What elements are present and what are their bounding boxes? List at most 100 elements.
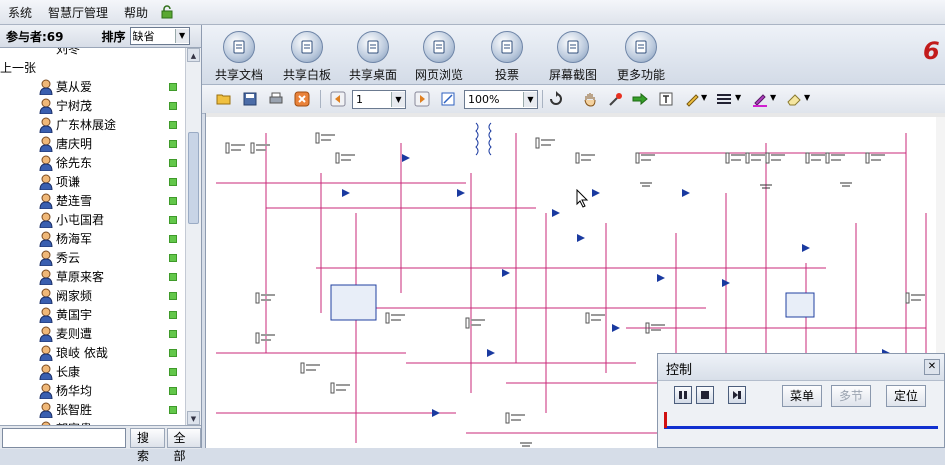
laser-pointer-icon[interactable] — [608, 91, 624, 107]
tool-button-6[interactable]: 更多功能 — [610, 31, 672, 83]
online-status-icon — [169, 102, 177, 110]
list-item[interactable]: 楚连雪 — [0, 191, 185, 210]
toolbar-divider — [320, 90, 321, 108]
menu-help[interactable]: 帮助 — [124, 5, 149, 20]
list-item[interactable]: 阙家频 — [0, 286, 185, 305]
stop-button[interactable] — [696, 386, 714, 404]
scroll-thumb[interactable] — [188, 132, 199, 224]
save-icon[interactable] — [242, 91, 258, 107]
chevron-down-icon[interactable]: ▼ — [804, 93, 811, 102]
tool-button-0[interactable]: 共享文档 — [208, 31, 270, 83]
prev-page-icon[interactable] — [330, 91, 346, 107]
open-folder-icon[interactable] — [216, 91, 232, 107]
list-item[interactable]: 麦则遭 — [0, 324, 185, 343]
user-icon — [39, 212, 53, 228]
list-item[interactable]: 草原来客 — [0, 267, 185, 286]
chevron-down-icon[interactable]: ▼ — [174, 29, 189, 43]
tool-button-4[interactable]: 投票 — [476, 31, 538, 83]
menu-button[interactable]: 菜单 — [782, 385, 823, 407]
text-tool-icon[interactable] — [658, 91, 674, 107]
list-item[interactable]: 唐庆明 — [0, 134, 185, 153]
search-button[interactable]: 搜索 — [130, 427, 165, 463]
sort-select[interactable]: 缺省 ▼ — [129, 27, 190, 45]
chevron-down-icon[interactable]: ▼ — [701, 93, 708, 102]
list-item[interactable]: 杨华均 — [0, 381, 185, 400]
close-icon[interactable]: ✕ — [924, 359, 940, 375]
line-style-icon[interactable] — [716, 91, 732, 107]
prev-label[interactable]: 上一张 — [0, 61, 37, 75]
online-status-icon — [169, 292, 177, 300]
playback-progress[interactable] — [664, 412, 938, 429]
arrow-right-icon[interactable] — [632, 91, 648, 107]
sections-button[interactable]: 多节 — [831, 385, 872, 407]
progress-marker[interactable] — [664, 412, 667, 428]
all-button[interactable]: 全部 — [166, 427, 201, 463]
list-item[interactable]: 项谦 — [0, 172, 185, 191]
online-status-icon — [169, 197, 177, 205]
tool-label: 投票 — [494, 68, 519, 82]
zoom-select[interactable]: 100% ▼ — [464, 90, 538, 109]
user-icon — [39, 193, 53, 209]
list-item[interactable]: 徐先东 — [0, 153, 185, 172]
menu-system[interactable]: 系统 — [8, 5, 33, 20]
list-item[interactable]: 杨海军 — [0, 229, 185, 248]
list-item[interactable]: 广东林展途 — [0, 115, 185, 134]
pause-button[interactable] — [674, 386, 692, 404]
chevron-down-icon[interactable]: ▼ — [735, 93, 742, 102]
close-document-icon[interactable] — [294, 91, 310, 107]
print-icon[interactable] — [268, 91, 284, 107]
list-item[interactable]: 刘冬 — [0, 48, 185, 58]
online-status-icon — [169, 235, 177, 243]
list-item[interactable]: 黄国宇 — [0, 305, 185, 324]
participant-name: 徐先东 — [56, 156, 93, 170]
tool-button-3[interactable]: 网页浏览 — [408, 31, 470, 83]
tool-button-5[interactable]: 屏幕截图 — [542, 31, 604, 83]
pen-icon[interactable] — [684, 91, 700, 107]
list-item[interactable]: 张智胜 — [0, 400, 185, 419]
chevron-down-icon[interactable]: ▼ — [391, 92, 405, 107]
fit-page-icon[interactable] — [440, 91, 456, 107]
chevron-down-icon[interactable]: ▼ — [770, 93, 777, 102]
scroll-up-icon[interactable]: ▲ — [187, 48, 200, 62]
list-item[interactable]: 郭富贵 — [0, 419, 185, 425]
participant-name: 杨华均 — [56, 384, 93, 398]
participant-name: 郭富贵 — [56, 420, 92, 425]
play-button[interactable] — [728, 386, 746, 404]
participant-scrollbar[interactable]: ▲ ▼ — [185, 48, 201, 425]
participant-name: 草原来客 — [56, 270, 105, 284]
stop-icon — [701, 391, 709, 399]
list-item[interactable]: 上一张 — [0, 58, 185, 77]
list-item[interactable]: 长康 — [0, 362, 185, 381]
user-icon — [39, 288, 53, 304]
menu-hall-management[interactable]: 智慧厅管理 — [48, 5, 109, 20]
list-item[interactable]: 秀云 — [0, 248, 185, 267]
scroll-down-icon[interactable]: ▼ — [187, 411, 200, 425]
user-icon — [39, 269, 53, 285]
participant-name: 琅岐 依哉 — [56, 346, 108, 360]
more-functions-icon — [625, 31, 657, 63]
eraser-icon[interactable] — [786, 91, 802, 107]
page-select[interactable]: 1 ▼ — [352, 90, 406, 109]
highlighter-icon[interactable] — [752, 91, 768, 107]
next-page-icon[interactable] — [414, 91, 430, 107]
locate-button[interactable]: 定位 — [886, 385, 927, 407]
rotate-icon[interactable] — [548, 91, 564, 107]
user-icon — [39, 307, 53, 323]
participant-name: 张智胜 — [56, 403, 93, 417]
tool-button-2[interactable]: 共享桌面 — [342, 31, 404, 83]
online-status-icon — [169, 254, 177, 262]
hand-pan-icon[interactable] — [582, 91, 598, 107]
tool-button-1[interactable]: 共享白板 — [276, 31, 338, 83]
list-item[interactable]: 莫从爱 — [0, 77, 185, 96]
list-item[interactable]: 宁树茂 — [0, 96, 185, 115]
pause-icon — [679, 391, 687, 399]
list-item[interactable]: 小屯国君 — [0, 210, 185, 229]
online-status-icon — [169, 406, 177, 414]
list-item[interactable]: 琅岐 依哉 — [0, 343, 185, 362]
play-icon — [733, 391, 741, 399]
search-input[interactable] — [2, 427, 126, 448]
chevron-down-icon[interactable]: ▼ — [523, 92, 537, 107]
lock-icon[interactable] — [160, 5, 174, 19]
participant-name: 麦则遭 — [56, 327, 93, 341]
online-status-icon — [169, 83, 177, 91]
